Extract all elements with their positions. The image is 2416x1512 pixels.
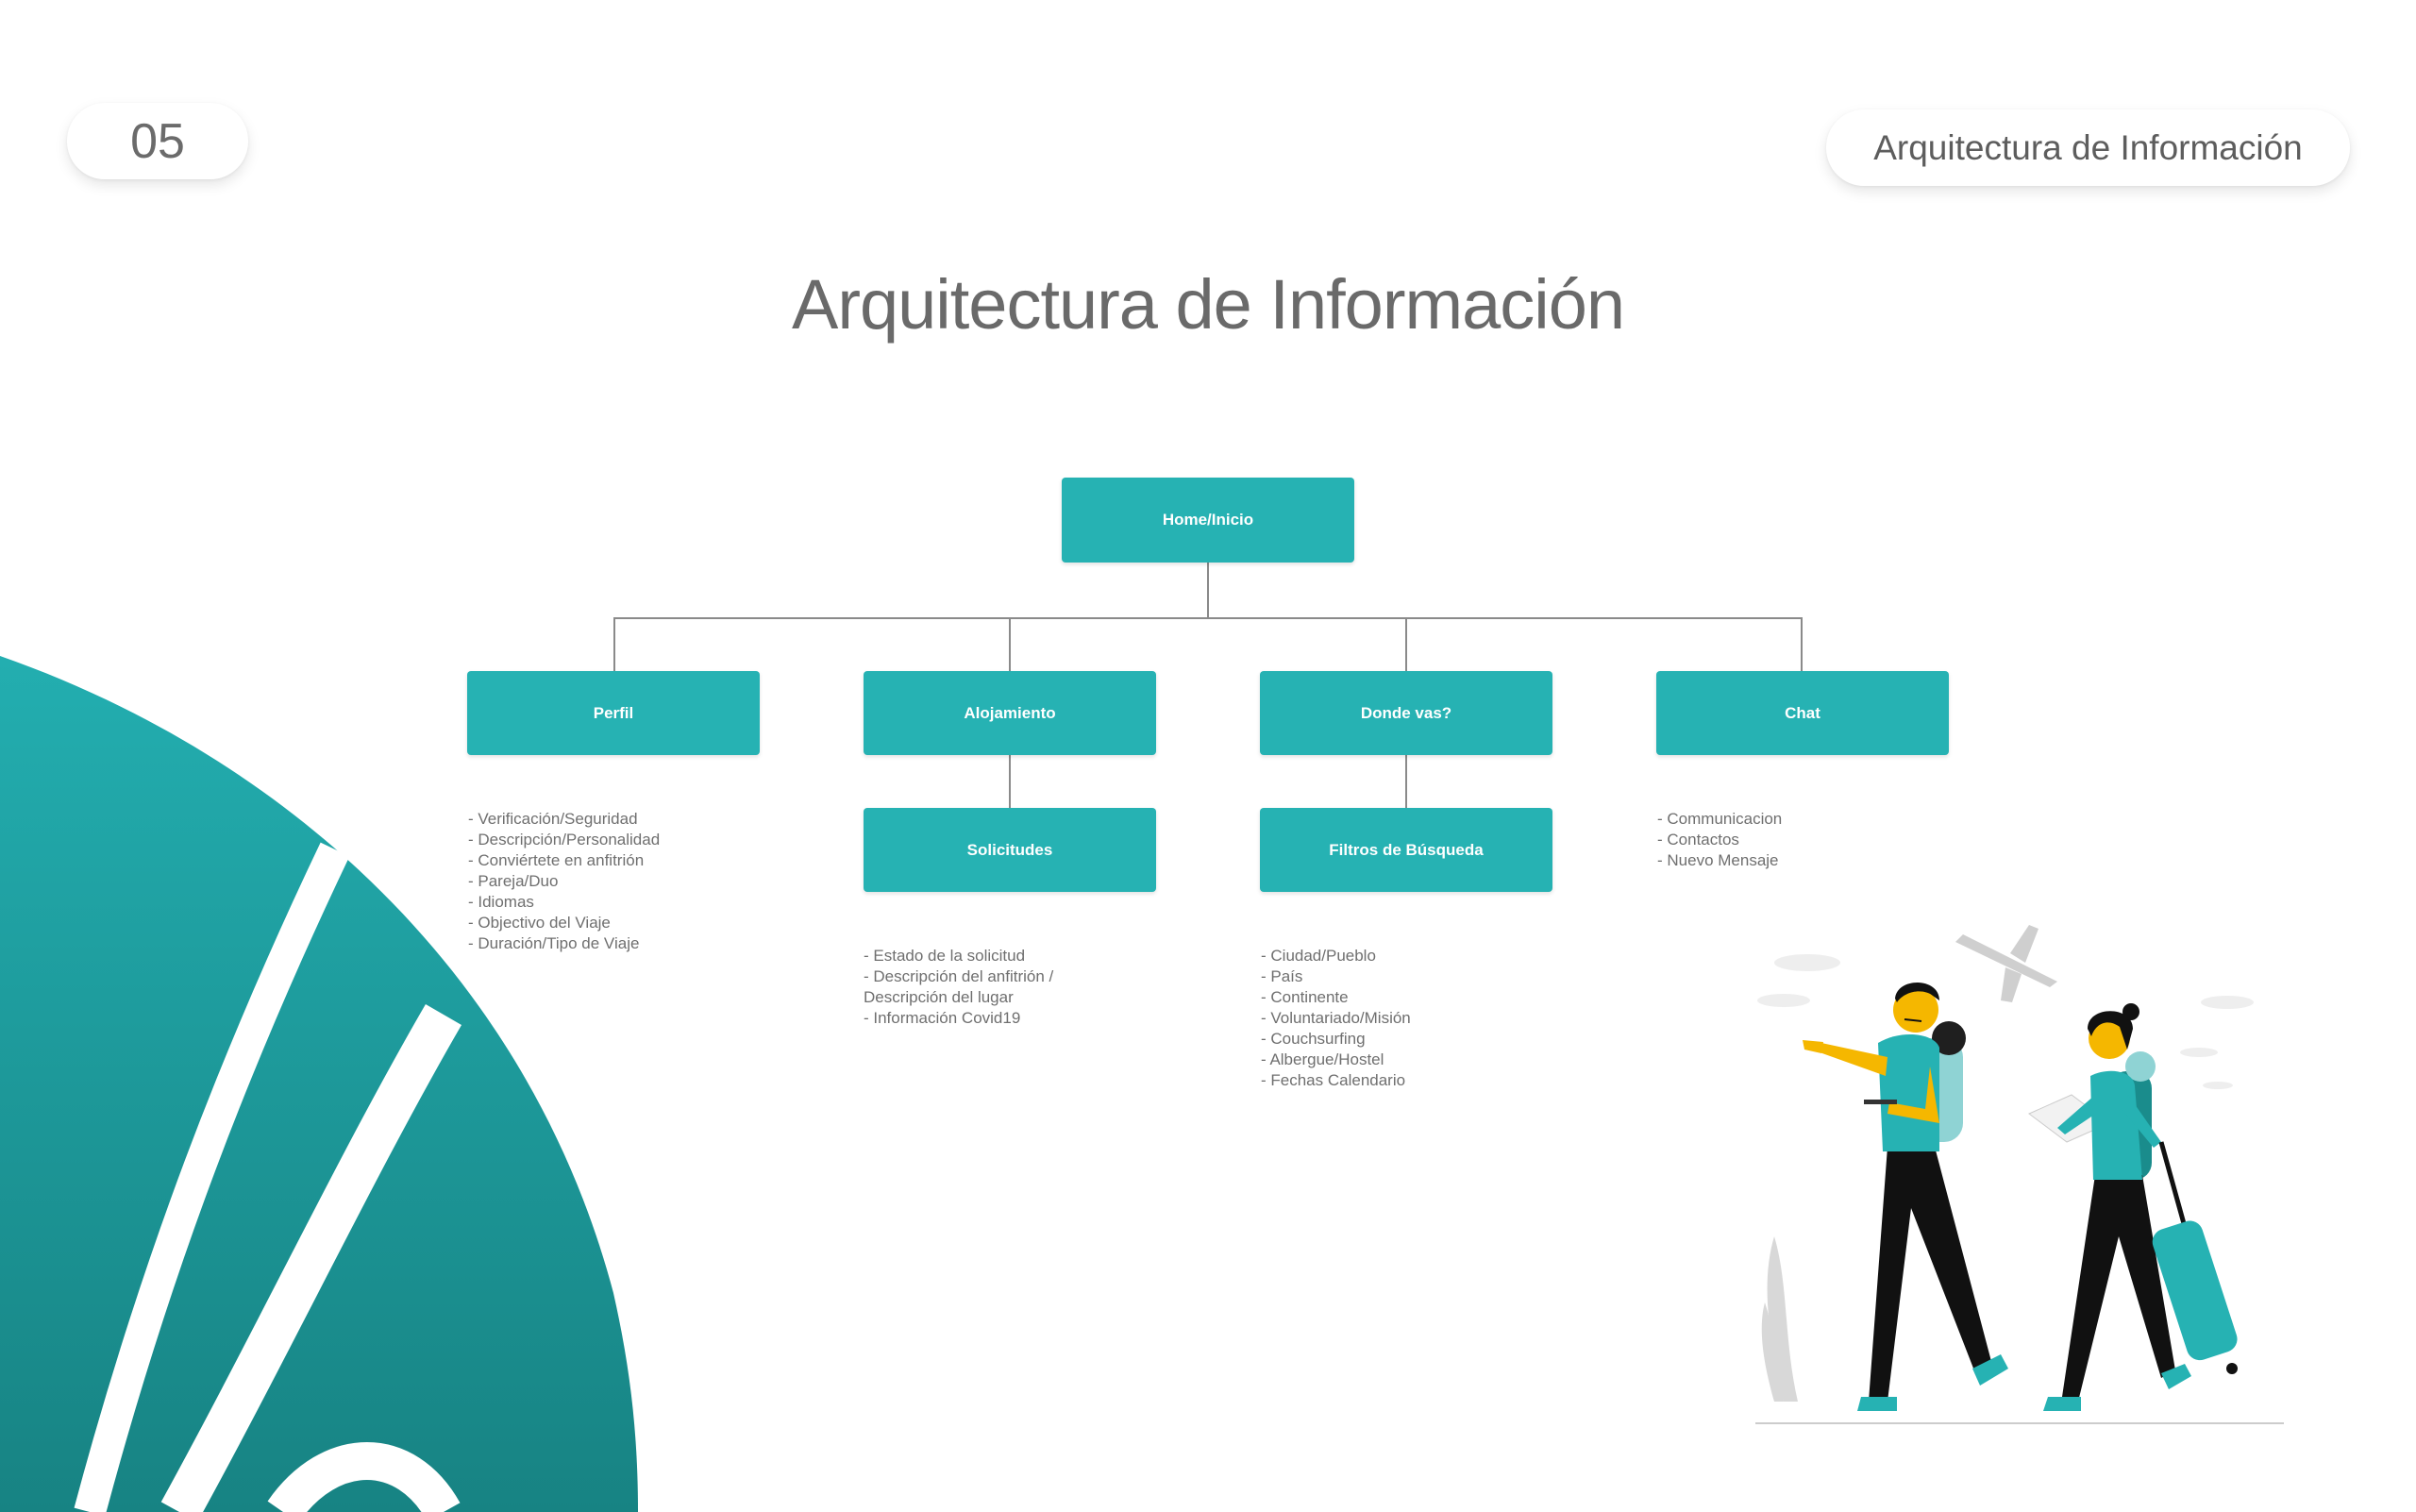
node-alojamiento: Alojamiento <box>864 671 1156 755</box>
list-item: - Pareja/Duo <box>468 872 559 890</box>
node-filtros: Filtros de Búsqueda <box>1260 808 1552 892</box>
woman-figure <box>2028 1003 2238 1411</box>
connector-chat <box>1801 617 1803 671</box>
list-item: - Communicacion <box>1657 810 1783 828</box>
list-item: - Idiomas <box>468 893 534 911</box>
cloud-icon <box>1757 954 2254 1089</box>
solicitudes-list: - Estado de la solicitud - Descripción d… <box>864 946 1053 1029</box>
list-item: - País <box>1261 967 1303 985</box>
plant-icon <box>1761 1236 1798 1402</box>
list-item: - Objectivo del Viaje <box>468 914 611 932</box>
list-item: - Descripción/Personalidad <box>468 831 661 848</box>
list-item: Descripción del lugar <box>864 988 1014 1006</box>
list-item: - Estado de la solicitud <box>864 947 1026 965</box>
node-perfil: Perfil <box>467 671 760 755</box>
list-item: - Ciudad/Pueblo <box>1261 947 1376 965</box>
travelers-illustration <box>1755 925 2284 1424</box>
list-item: - Fechas Calendario <box>1261 1071 1406 1089</box>
filtros-list: - Ciudad/Pueblo - País - Continente - Vo… <box>1261 946 1411 1091</box>
list-item: - Descripción del anfitrión / <box>864 967 1054 985</box>
connector-root-down <box>1207 563 1209 618</box>
man-figure <box>1803 982 2008 1411</box>
node-solicitudes: Solicitudes <box>864 808 1156 892</box>
connector-solicitudes <box>1009 755 1011 809</box>
list-item: - Albergue/Hostel <box>1261 1050 1384 1068</box>
chat-list: - Communicacion - Contactos - Nuevo Mens… <box>1657 809 1782 871</box>
connector-perfil <box>613 617 615 671</box>
node-donde-vas: Donde vas? <box>1260 671 1552 755</box>
list-item: - Verificación/Seguridad <box>468 810 638 828</box>
perfil-list: - Verificación/Seguridad - Descripción/P… <box>468 809 660 954</box>
connector-filtros <box>1405 755 1407 809</box>
list-item: - Duración/Tipo de Viaje <box>468 934 640 952</box>
decorative-leaf-shape <box>0 656 638 1512</box>
connector-donde <box>1405 617 1407 671</box>
list-item: - Conviértete en anfitrión <box>468 851 645 869</box>
list-item: - Nuevo Mensaje <box>1657 851 1779 869</box>
page-number: 05 <box>67 103 248 179</box>
airplane-icon <box>1955 925 2057 1002</box>
list-item: - Contactos <box>1657 831 1739 848</box>
connector-horizontal <box>613 617 1803 619</box>
page-title: Arquitectura de Información <box>791 265 1625 344</box>
list-item: - Continente <box>1261 988 1349 1006</box>
list-item: - Couchsurfing <box>1261 1030 1366 1048</box>
connector-alojamiento <box>1009 617 1011 671</box>
node-chat: Chat <box>1656 671 1949 755</box>
node-home: Home/Inicio <box>1062 478 1354 563</box>
list-item: - Voluntariado/Misión <box>1261 1009 1411 1027</box>
list-item: - Información Covid19 <box>864 1009 1021 1027</box>
section-label: Arquitectura de Información <box>1826 109 2350 186</box>
